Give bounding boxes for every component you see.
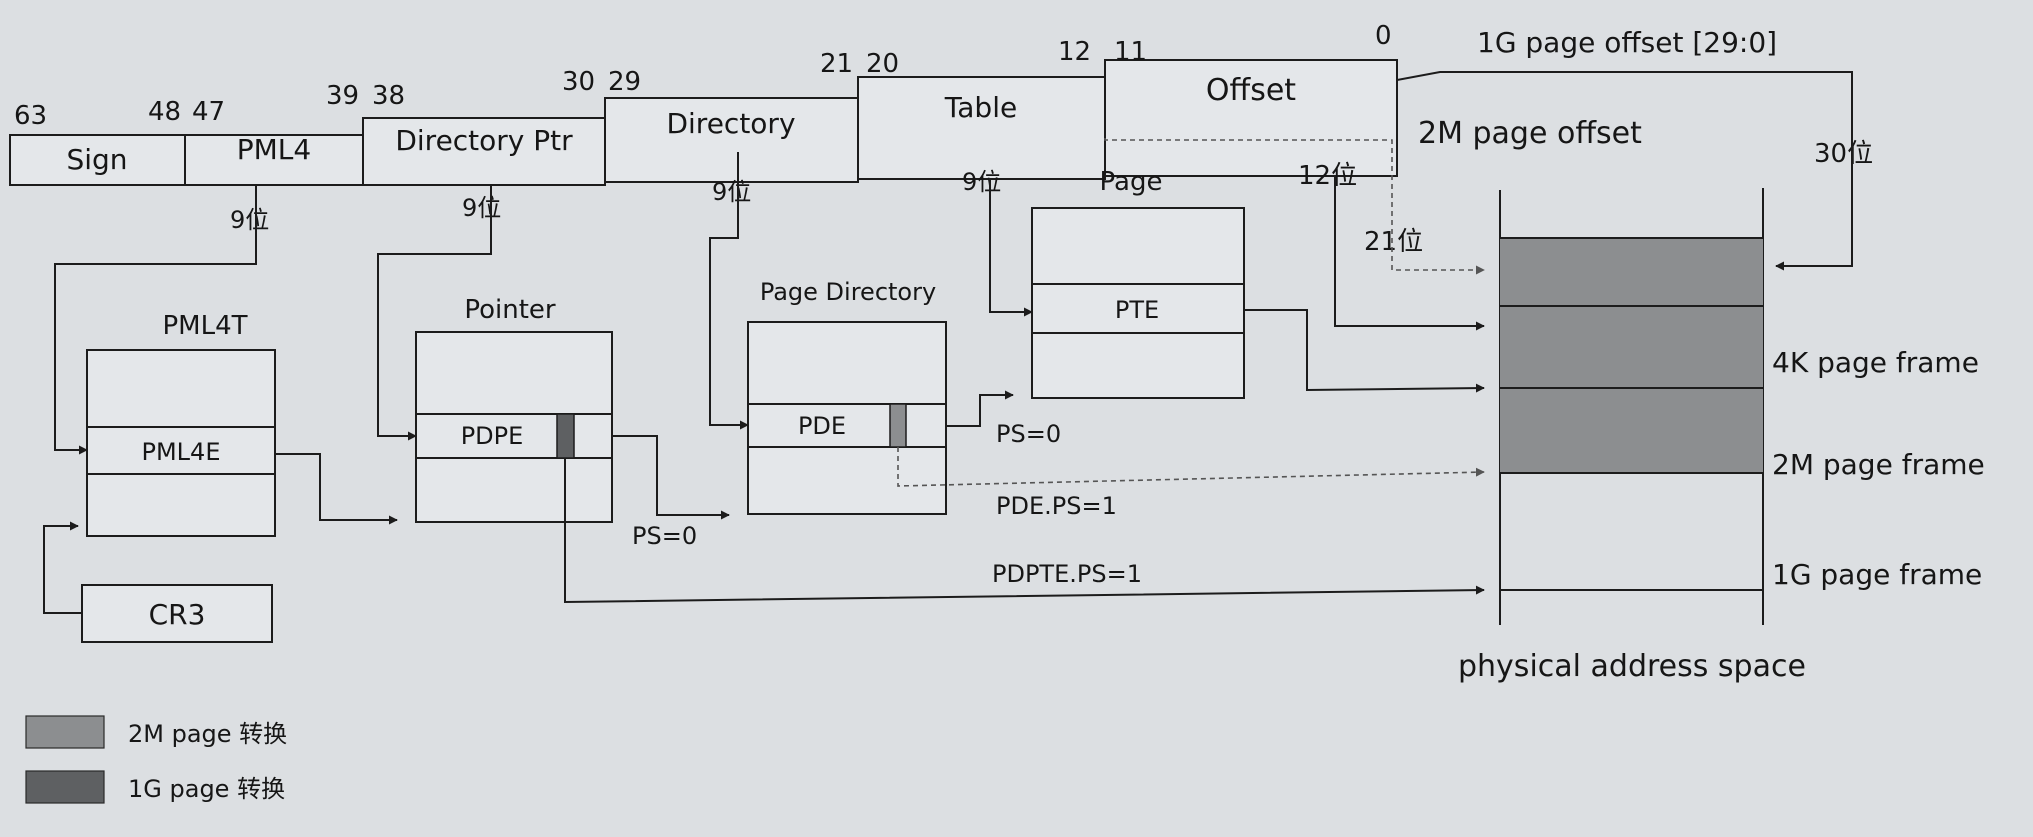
pde-2m-marker: [889, 403, 907, 448]
bit-12: 12: [1058, 37, 1091, 67]
bit-30: 30: [562, 67, 595, 97]
bit-11: 11: [1114, 37, 1147, 67]
offset-4k-arrow: [1334, 176, 1485, 331]
field-sign-box: [9, 134, 186, 186]
pte-entry: PTE: [1115, 296, 1159, 324]
table-index-arrow: [989, 178, 1033, 317]
pde-entry: PDE: [798, 412, 846, 440]
directory-bits-label: 9位: [712, 178, 751, 206]
legend-1g-label: 1G page 转换: [128, 775, 285, 803]
bit-48: 48: [148, 97, 181, 127]
pte-to-4k-frame-arrow: [1244, 309, 1485, 393]
bit-39: 39: [326, 81, 359, 111]
pdpe-1g-marker: [556, 413, 575, 459]
frame-2m-region: [1500, 388, 1763, 473]
bit-47: 47: [192, 97, 225, 127]
cr3-register: [81, 584, 273, 643]
offset-2m-arrow: [1104, 138, 1485, 275]
pml4t-title: PML4T: [162, 311, 247, 341]
bit-29: 29: [608, 67, 641, 97]
field-directory-box: [604, 97, 859, 183]
pdpte-1g-arrow: [564, 458, 1485, 604]
pml4-bits-label: 9位: [230, 206, 269, 234]
pml4-index-arrow: [54, 185, 257, 455]
linear-address-bar: [9, 59, 1398, 186]
field-offset-box: [1104, 59, 1398, 177]
offset-4k-bits-label: 12位: [1298, 161, 1357, 191]
cr3-base-arrow: [43, 521, 82, 614]
table-bits-label: 9位: [962, 168, 1001, 196]
offset-1g-arrow: [1396, 71, 1853, 271]
pde-ps1-label: PDE.PS=1: [996, 492, 1117, 520]
pdpe-entry: PDPE: [461, 422, 524, 450]
pointer-title: Pointer: [464, 295, 556, 325]
page-table: [1031, 207, 1245, 399]
offset-2m-label: 2M page offset: [1418, 116, 1642, 151]
bit-0: 0: [1375, 21, 1392, 51]
legend-2m-swatch: [25, 715, 105, 749]
bit-63: 63: [14, 101, 47, 131]
bit-38: 38: [372, 81, 405, 111]
field-directory-label: Directory: [666, 107, 795, 140]
pointer-table: [415, 331, 613, 523]
page-directory-title: Page Directory: [760, 278, 936, 306]
field-pml4-label: PML4: [237, 133, 311, 166]
field-table-box: [857, 76, 1106, 180]
pdpe-to-directory-arrow: [612, 435, 730, 520]
pde-2m-arrow: [897, 447, 1485, 487]
bit-21: 21: [820, 49, 853, 79]
pml4t-table: [86, 349, 276, 537]
pdp-index-arrow: [377, 185, 492, 441]
physical-address-space-label: physical address space: [1458, 649, 1806, 684]
legend-2m-label: 2M page 转换: [128, 720, 287, 748]
field-offset-label: Offset: [1206, 73, 1296, 108]
frame-1g-label: 1G page frame: [1772, 558, 1982, 591]
offset-1g-bits-label: 30位: [1814, 139, 1873, 169]
pdpte-ps1-label: PDPTE.PS=1: [992, 560, 1142, 588]
frame-4k-region: [1500, 306, 1763, 388]
field-directory-ptr-box: [362, 117, 606, 186]
field-table-label: Table: [944, 91, 1017, 124]
directory-index-arrow: [709, 152, 749, 430]
pde-ps0-label: PS=0: [996, 420, 1061, 448]
cr3-label: CR3: [149, 598, 206, 631]
pml4e-entry: PML4E: [142, 438, 221, 466]
frame-2m-label: 2M page frame: [1772, 448, 1985, 481]
page-table-title: Page: [1100, 167, 1163, 197]
field-pml4-box: [184, 134, 364, 186]
bit-20: 20: [866, 49, 899, 79]
page-directory-table: [747, 321, 947, 515]
field-sign-label: Sign: [66, 143, 127, 176]
physical-address-space: [1499, 188, 1764, 625]
pde-to-page-table-arrow: [946, 390, 1014, 427]
offset-1g-label: 1G page offset [29:0]: [1477, 26, 1777, 59]
legend-1g-swatch: [25, 770, 105, 804]
offset-2m-bits-label: 21位: [1364, 227, 1423, 257]
field-directory-ptr-label: Directory Ptr: [395, 124, 573, 157]
pml4e-to-pointer-arrow: [275, 453, 398, 525]
frame-4k-label: 4K page frame: [1772, 346, 1979, 379]
pdpe-ps0-label: PS=0: [632, 522, 697, 550]
pdp-bits-label: 9位: [462, 194, 501, 222]
frame-region-upper: [1500, 238, 1763, 306]
